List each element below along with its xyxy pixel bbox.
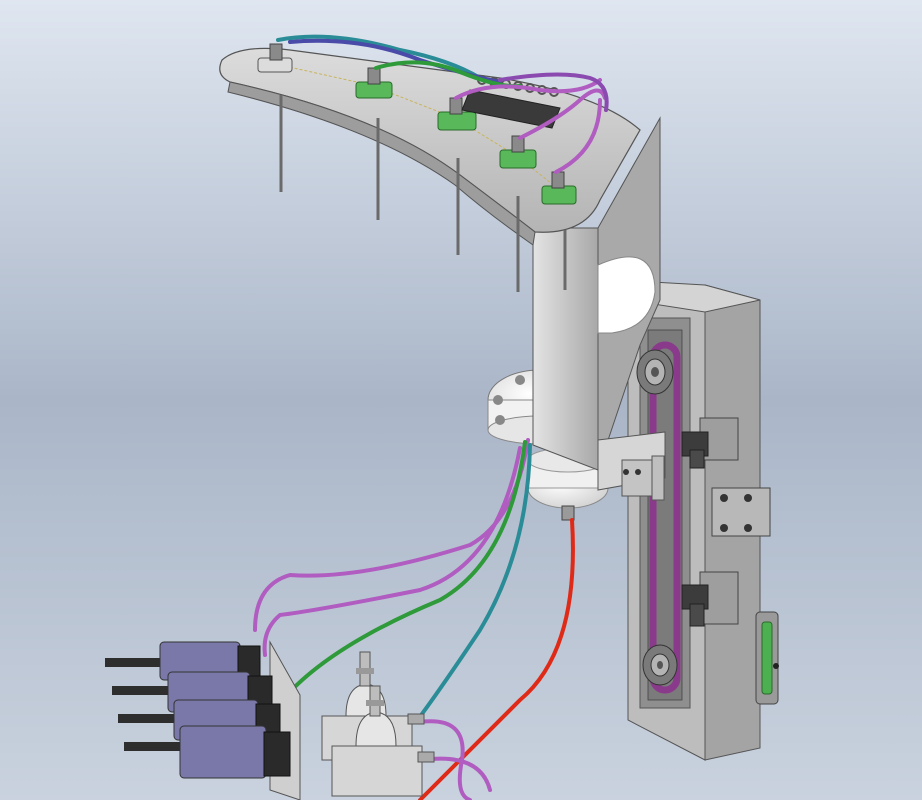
solenoid-4	[124, 725, 291, 779]
drive-belt	[649, 341, 681, 694]
arm-tubing	[276, 34, 609, 174]
needle-mounts	[257, 43, 577, 205]
top-pulley	[636, 349, 674, 395]
limit-sensor-top	[681, 417, 739, 469]
mounting-block	[711, 487, 771, 537]
green-connector	[755, 611, 779, 705]
limit-sensor-bottom	[681, 571, 739, 627]
mount-5	[541, 171, 577, 205]
pump-fittings	[321, 651, 435, 797]
supply-tubing	[253, 438, 575, 800]
linear-stage	[626, 281, 779, 761]
vertical-column	[487, 116, 666, 521]
mount-1	[257, 43, 293, 73]
pump-2	[331, 685, 435, 797]
bottom-pulley	[642, 644, 678, 686]
solenoid-valve-bank	[105, 640, 301, 800]
mount-2	[355, 67, 393, 99]
mount-3	[437, 97, 477, 131]
pipette-needles	[279, 95, 567, 292]
mount-4	[499, 135, 537, 169]
